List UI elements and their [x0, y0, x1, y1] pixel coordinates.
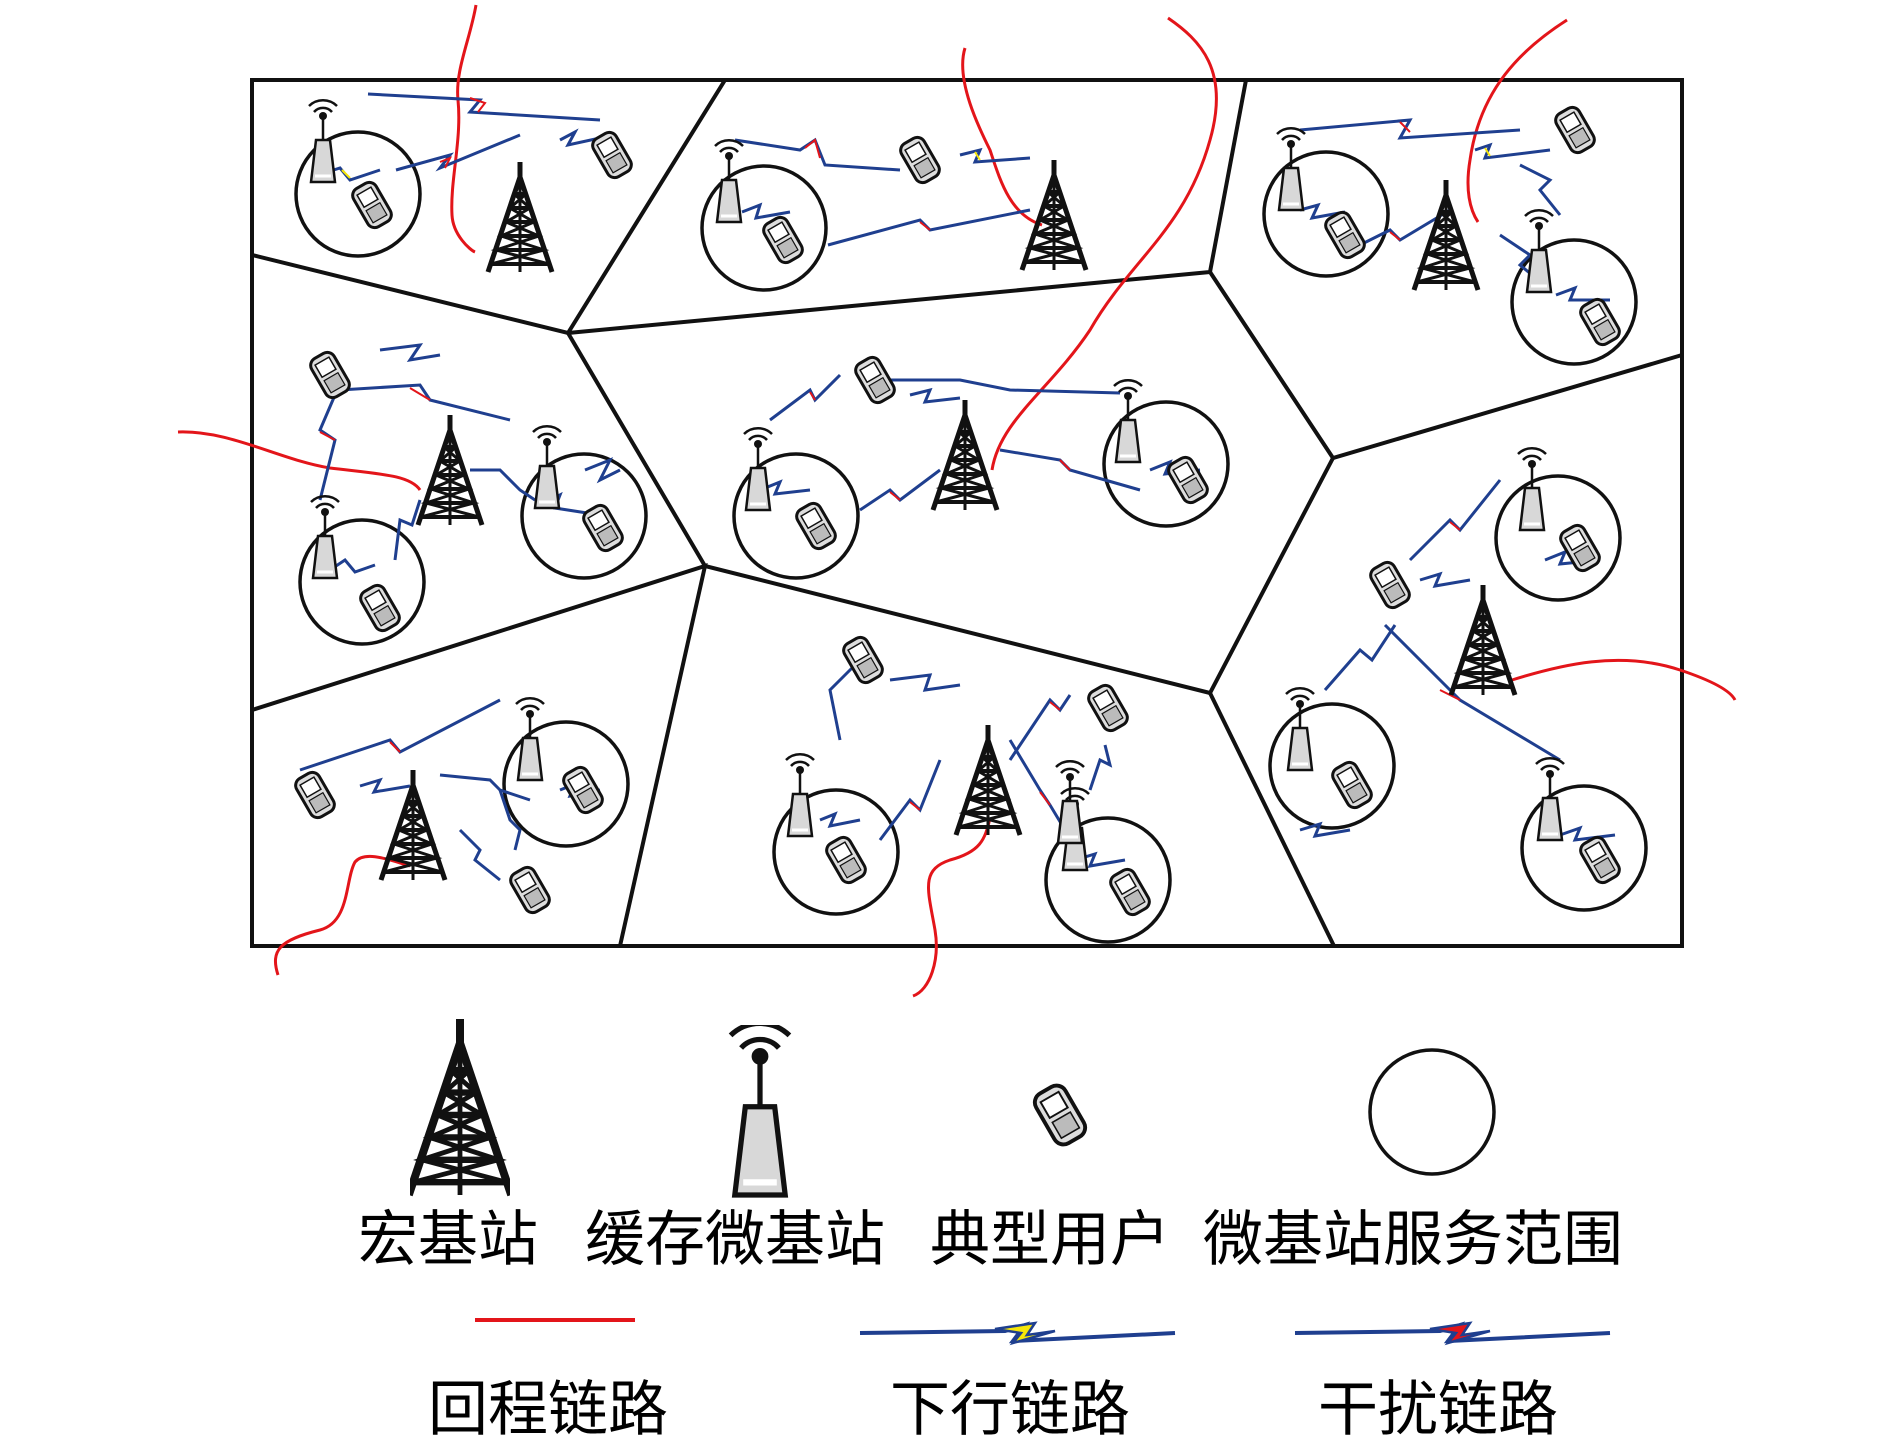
- legend-label-typical-user: 典型用户: [930, 1205, 1170, 1275]
- wireless-links: [299, 92, 1616, 882]
- legend-small-bs-icon: [715, 1025, 805, 1200]
- legend-label-downlink: 下行链路: [890, 1375, 1130, 1445]
- legend-downlink-line: [859, 1321, 1176, 1346]
- cell-boundaries: [251, 78, 1683, 947]
- legend-label-backhaul: 回程链路: [428, 1375, 668, 1445]
- legend-macro-bs-icon: [410, 1015, 510, 1200]
- network-diagram: [177, 4, 1737, 998]
- legend-label-macro-bs: 宏基站: [358, 1205, 538, 1275]
- legend-label-cache-small-bs: 缓存微基站: [585, 1205, 885, 1275]
- bolt-accents: [319, 97, 1491, 811]
- small-bs-range-circles: [294, 130, 1648, 944]
- legend-backhaul-line: [475, 1318, 635, 1322]
- network-area-border: [250, 78, 1684, 948]
- legend-label-small-bs-range: 微基站服务范围: [1203, 1205, 1623, 1275]
- backhaul-links: [177, 4, 1737, 998]
- legend-user-icon: [1029, 1079, 1091, 1151]
- legend-range-icon: [1368, 1048, 1496, 1176]
- legend-interference-line: [1294, 1321, 1611, 1346]
- legend-label-interference: 干扰链路: [1318, 1375, 1558, 1445]
- cache-small-base-stations: [307, 98, 1566, 872]
